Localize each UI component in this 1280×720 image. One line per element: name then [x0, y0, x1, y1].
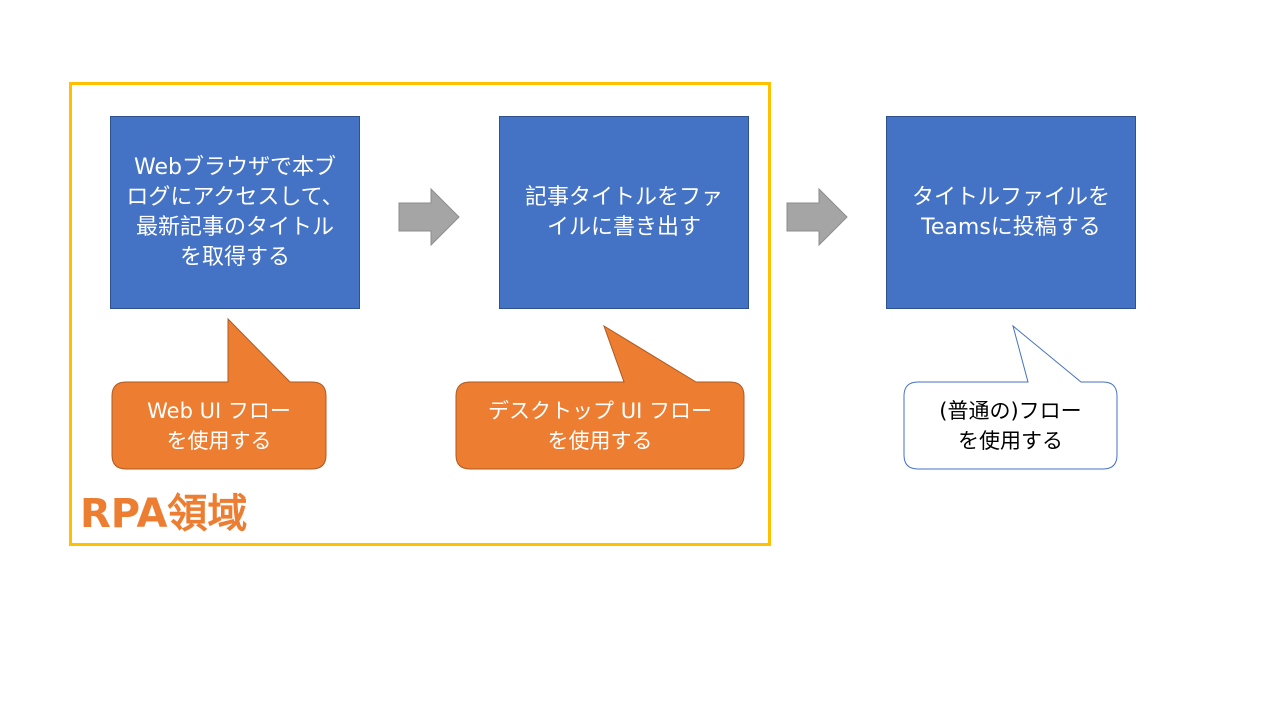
rpa-region-label: RPA領域 — [80, 491, 248, 537]
step-write-title-file-text: 記事タイトルをファ イルに書き出す — [524, 184, 723, 240]
right-arrow-icon — [786, 188, 848, 246]
step-get-latest-title: Webブラウザで本ブ ログにアクセスして、 最新記事のタイトル を取得する — [110, 116, 360, 309]
callout-desktop-ui-text: デスクトップ UI フロー を使用する — [488, 398, 712, 453]
step-get-latest-title-text: Webブラウザで本ブ ログにアクセスして、 最新記事のタイトル を取得する — [126, 154, 344, 270]
step-post-to-teams-text: タイトルファイルを Teamsに投稿する — [911, 184, 1110, 240]
right-arrow-icon — [398, 188, 460, 246]
step-post-to-teams: タイトルファイルを Teamsに投稿する — [886, 116, 1136, 309]
callout-web-ui-text: Web UI フロー を使用する — [147, 398, 291, 453]
callout-normal-flow-text: (普通の)フロー を使用する — [939, 398, 1082, 453]
step-write-title-file: 記事タイトルをファ イルに書き出す — [499, 116, 749, 309]
rpa-region-border — [69, 82, 771, 546]
